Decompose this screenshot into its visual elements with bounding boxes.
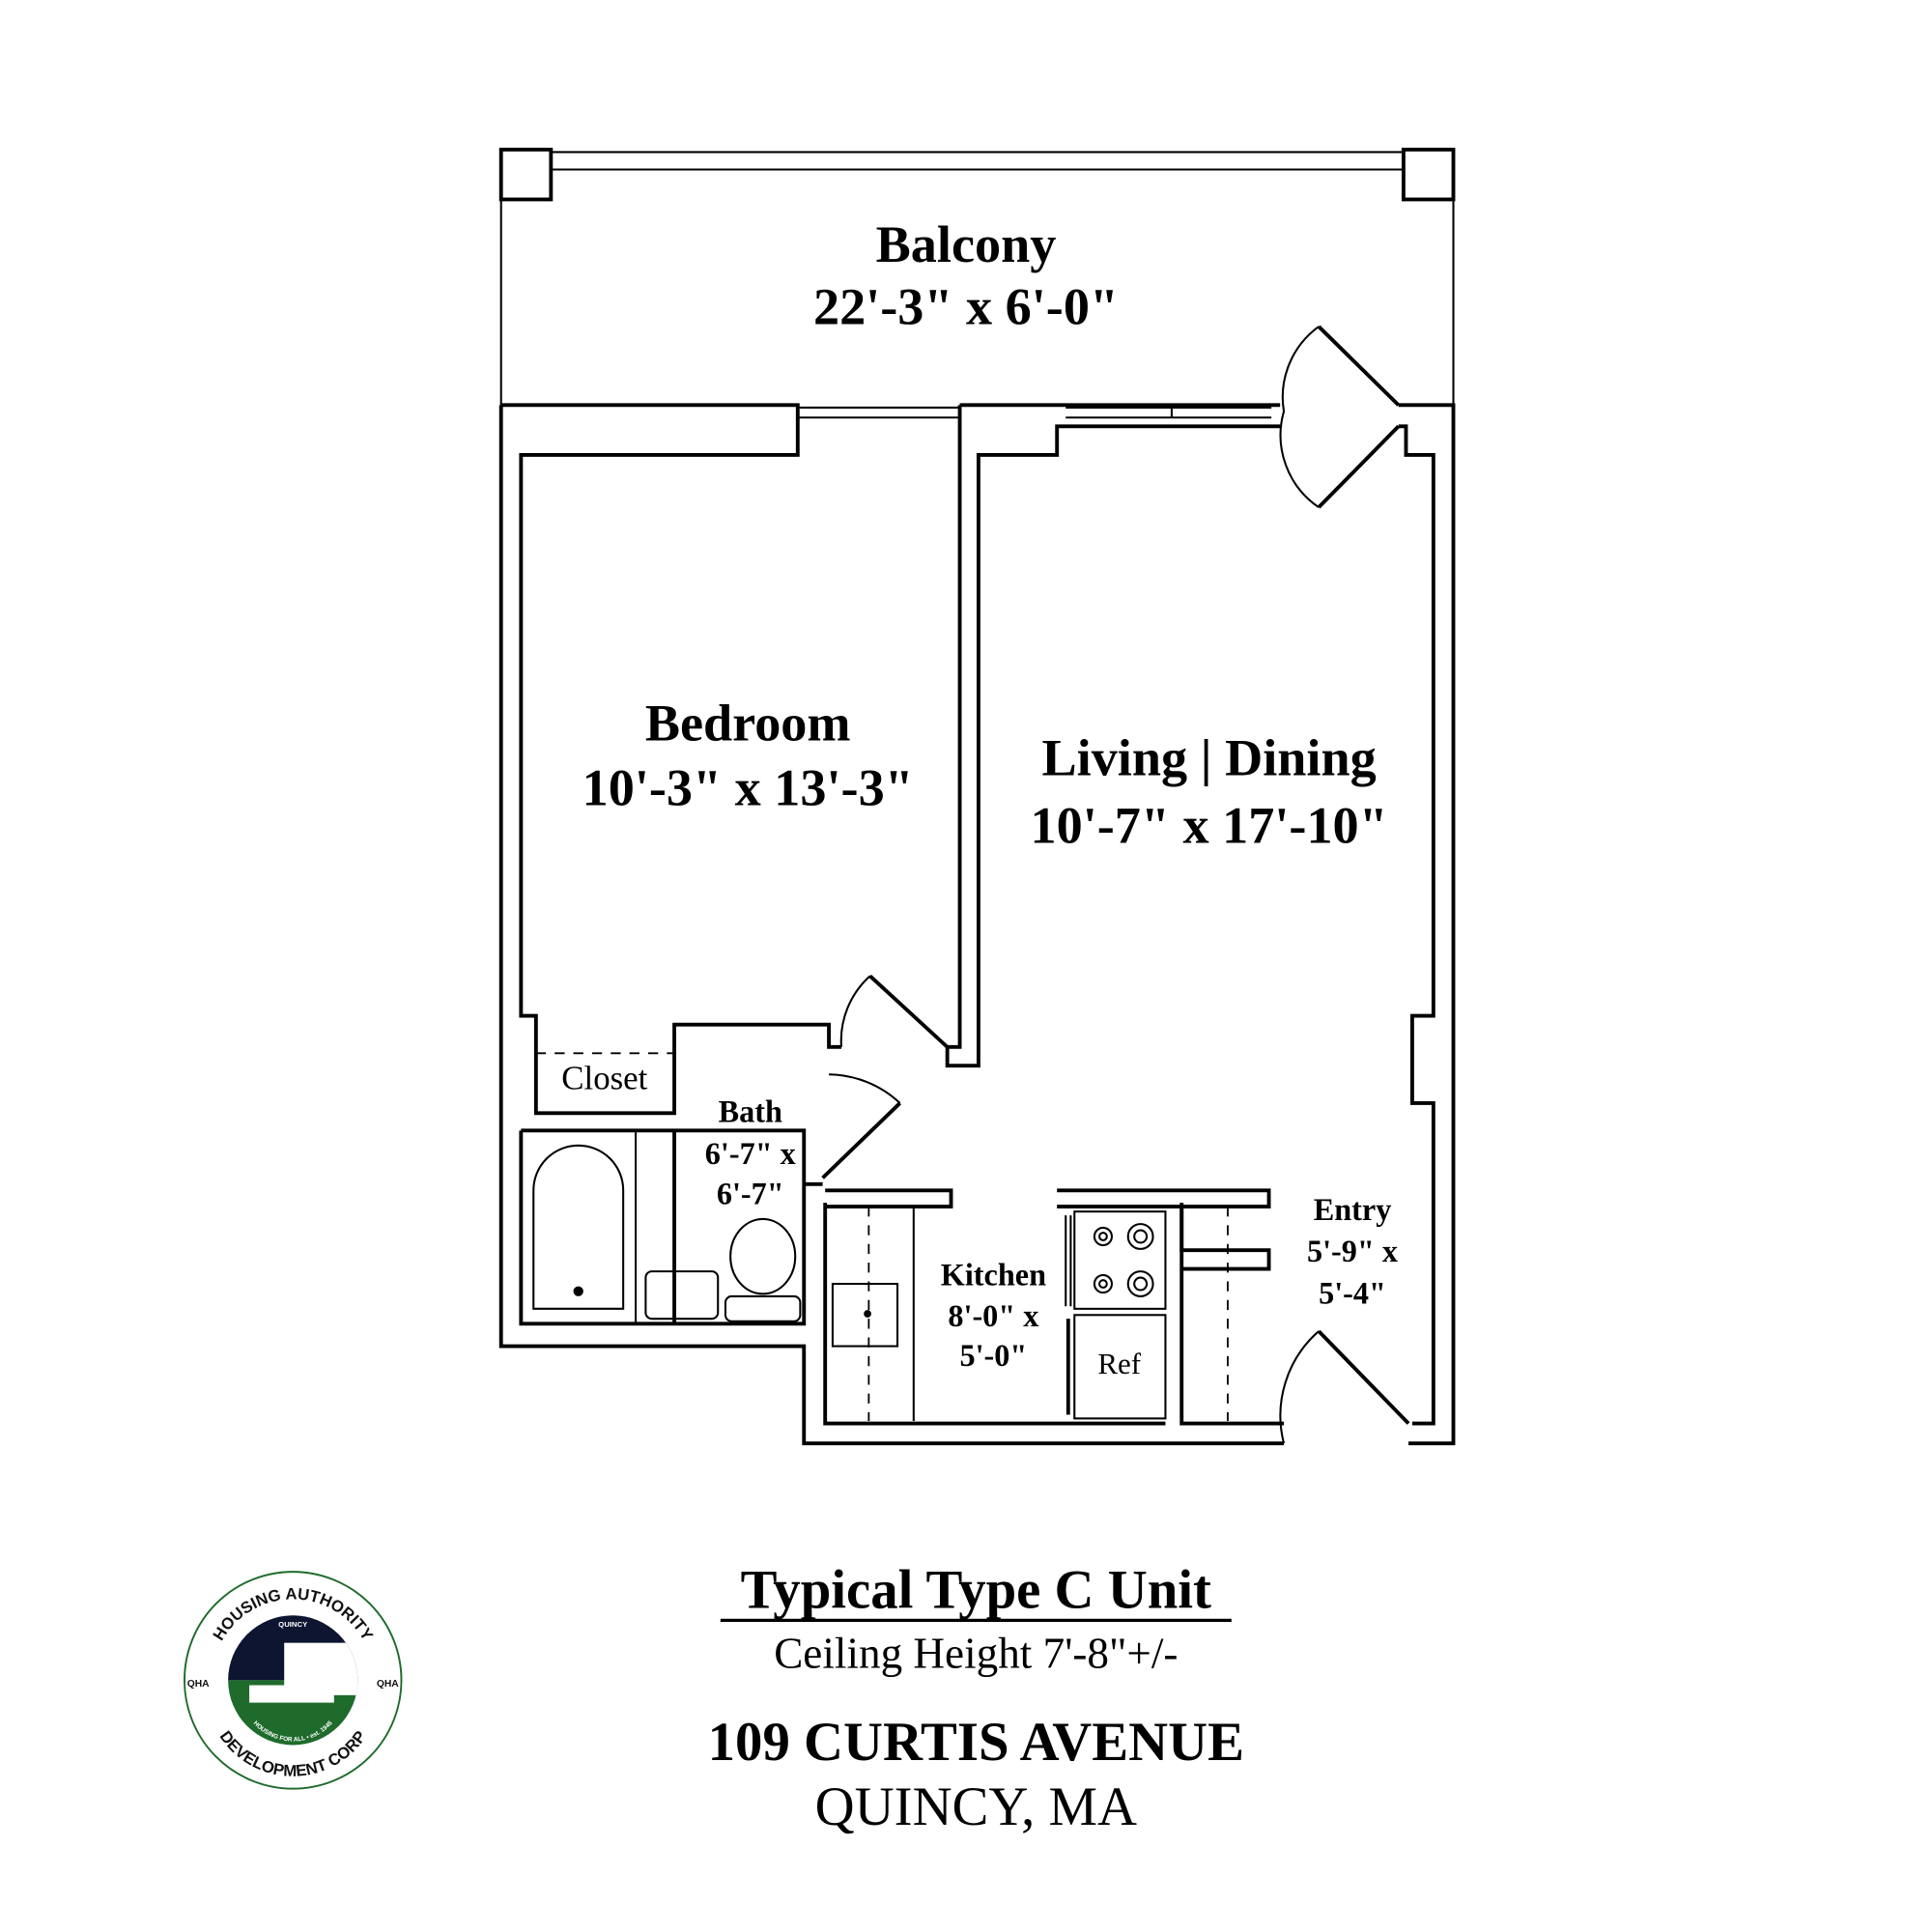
entry-dims-1: 5'-9" x — [1307, 1234, 1398, 1268]
bedroom-dims: 10'-3" x 13'-3" — [582, 759, 914, 817]
closet-label: Closet — [561, 1060, 647, 1097]
kitchen-dims-1: 8'-0" x — [948, 1298, 1038, 1333]
logo-inner-top: QUINCY — [278, 1620, 308, 1629]
balcony: Balcony 22'-3" x 6'-0" — [498, 147, 1456, 406]
bath-sink — [644, 1270, 720, 1321]
address: 109 CURTIS AVENUE — [708, 1712, 1244, 1773]
entry-door[interactable] — [1279, 1329, 1410, 1444]
bath-dims-2: 6'-7" — [717, 1176, 784, 1210]
stove — [1065, 1210, 1167, 1310]
ceiling-height: Ceiling Height 7'-8"+/- — [774, 1629, 1178, 1677]
walls — [498, 403, 1456, 1446]
bedroom-door[interactable] — [839, 974, 949, 1049]
bathtub — [532, 1144, 625, 1310]
balcony-door[interactable] — [1279, 325, 1401, 509]
entry-dims-2: 5'-4" — [1319, 1276, 1386, 1311]
kitchen-sink — [831, 1283, 899, 1348]
refrigerator: Ref — [1065, 1314, 1167, 1420]
balcony-railing — [551, 151, 1404, 171]
living-label: Living | Dining — [1042, 729, 1377, 787]
window — [797, 406, 1272, 419]
toilet-tank — [724, 1294, 802, 1322]
city: QUINCY, MA — [815, 1776, 1137, 1837]
toilet — [729, 1217, 797, 1295]
bedroom-label: Bedroom — [645, 694, 851, 752]
balcony-label: Balcony — [876, 215, 1057, 273]
refrigerator-label: Ref — [1097, 1347, 1141, 1380]
living-dims: 10'-7" x 17'-10" — [1031, 796, 1388, 854]
kitchen-label: Kitchen — [941, 1257, 1046, 1292]
logo-left-text: QHA — [187, 1679, 210, 1690]
fixtures: Ref — [532, 1144, 1167, 1420]
kitchen-dims-2: 5'-0" — [959, 1338, 1027, 1373]
balcony-dims: 22'-3" x 6'-0" — [813, 277, 1119, 335]
doors — [821, 325, 1410, 1444]
tub-drain — [573, 1286, 583, 1296]
logo-right-text: QHA — [377, 1679, 399, 1690]
entry-label: Entry — [1314, 1192, 1392, 1227]
plan-title: Typical Type C Unit — [741, 1560, 1211, 1621]
bath-label: Bath — [719, 1094, 782, 1128]
balcony-post-left — [498, 147, 554, 202]
balcony-post-right — [1401, 147, 1456, 202]
bath-dims-1: 6'-7" x — [705, 1136, 796, 1171]
bath-door[interactable] — [821, 1073, 901, 1179]
qha-logo: HOUSING AUTHORITY DEVELOPMENT CORP QUINC… — [183, 1571, 403, 1790]
